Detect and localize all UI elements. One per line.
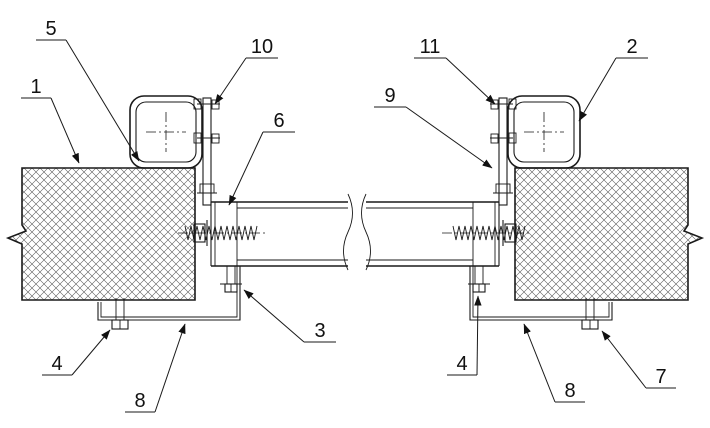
right-panel-screw (576, 298, 604, 330)
callout-5-label: 5 (45, 18, 56, 40)
callout-4-right-label: 4 (456, 353, 467, 375)
left-plate-bolt-mid-head (193, 132, 202, 144)
callout-4-left-label: 4 (51, 353, 62, 375)
left-plate (202, 97, 212, 206)
left-panel-body (5, 167, 196, 301)
callout-1-label: 1 (30, 76, 41, 98)
left-rail-inner-wall (135, 101, 197, 163)
callout-10-label: 10 (251, 36, 273, 58)
callout-4-left: 4 (42, 329, 111, 376)
right-gasket-strip (472, 201, 496, 267)
break-line-right (361, 193, 371, 271)
left-plate-bolt-mid-nut (211, 133, 220, 144)
callout-5-leader (65, 39, 140, 162)
callout-9-leader (405, 106, 493, 169)
callout-11-leader (445, 57, 496, 105)
callout-4-right-leader (474, 295, 482, 376)
callout-6-label: 6 (273, 110, 284, 132)
right-flashing-outer (469, 266, 613, 321)
left-plate-nut (199, 183, 215, 194)
crossbar-left-half (210, 193, 353, 271)
callout-2-label: 2 (626, 36, 637, 58)
callout-8-right: 8 (523, 323, 585, 403)
callout-4-left-leader (71, 329, 111, 376)
left-rail-tube (129, 95, 203, 169)
right-crossbar-screw (468, 266, 490, 293)
callout-9: 9 (374, 85, 493, 169)
callout-7-leader (601, 330, 647, 389)
right-plate (498, 97, 508, 206)
right-rod-thread (452, 225, 526, 241)
right-sandwich-panel (514, 167, 705, 301)
callout-9-label: 9 (384, 85, 395, 107)
callout-11-label: 11 (420, 36, 441, 58)
callout-8-left-label: 8 (134, 390, 145, 412)
callout-10-leader (214, 57, 247, 105)
left-rod-thread (184, 225, 258, 241)
callout-8-left: 8 (125, 323, 186, 413)
callout-3-leader (243, 289, 305, 343)
callout-1: 1 (21, 76, 80, 164)
left-plate-bolt-top-head (193, 98, 202, 110)
left-mounting-plate (193, 97, 220, 206)
right-plate-bolt-top-head (508, 98, 517, 110)
right-panel-body (514, 167, 705, 301)
left-sandwich-panel (5, 167, 196, 301)
left-crossbar-screw (220, 266, 242, 293)
left-panel-screw (106, 298, 134, 330)
callout-2-leader (578, 57, 617, 122)
callout-8-left-leader (154, 323, 186, 413)
right-rod-nut (504, 223, 517, 243)
right-rail-inner-wall (513, 101, 575, 163)
callout-8-right-label: 8 (564, 380, 575, 402)
right-plate-bolt-mid-nut (490, 133, 499, 144)
right-rail-outer-wall (507, 95, 581, 169)
left-rod-nut (193, 223, 206, 243)
callout-8-right-leader (523, 323, 556, 403)
callout-7: 7 (601, 330, 676, 389)
callout-3: 3 (243, 289, 336, 343)
right-mounting-plate (490, 97, 517, 206)
callout-3-label: 3 (314, 320, 325, 342)
callout-10: 10 (214, 36, 278, 105)
left-plate-bolt-top-nut (211, 99, 220, 110)
right-plate-bolt-mid-head (508, 132, 517, 144)
callout-1-leader (50, 97, 80, 164)
callout-5: 5 (36, 18, 140, 162)
callout-6-leader (228, 131, 264, 206)
left-gasket-strip (214, 201, 238, 267)
left-rail-outer-wall (129, 95, 203, 169)
break-line-left (343, 193, 353, 271)
callout-4-right: 4 (447, 295, 482, 376)
left-flashing-outer (97, 266, 241, 321)
left-anchor-rod (178, 220, 268, 246)
callout-6: 6 (228, 110, 295, 206)
right-anchor-rod (442, 220, 532, 246)
callout-7-label: 7 (655, 366, 666, 388)
right-plate-nut (495, 183, 511, 194)
callout-11: 11 (414, 36, 496, 105)
callout-2: 2 (578, 36, 648, 122)
right-rail-tube (507, 95, 581, 169)
